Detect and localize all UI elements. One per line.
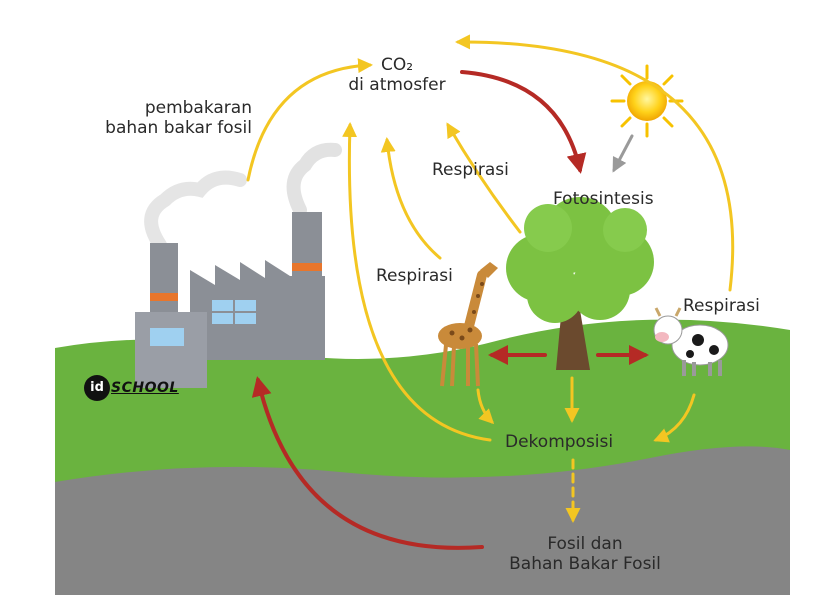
fossil-burning-line1: pembakaran [144, 98, 252, 118]
fossil-label-line1: Fosil dan [547, 534, 623, 554]
arrow-sun-to-photosynthesis [612, 134, 634, 173]
arrow-tree-respiration-to-co2 [446, 122, 522, 234]
fossil-label-line2: Bahan Bakar Fosil [509, 554, 661, 575]
decomposition-label: Dekomposisi [505, 432, 614, 452]
cow-icon [653, 307, 729, 376]
photosynthesis-label: Fotosintesis [553, 189, 654, 209]
factory-icon [135, 142, 342, 388]
logo-school-part: SCHOOL [111, 380, 179, 396]
arrow-co2-to-photosynthesis [460, 70, 587, 174]
logo-id-part: id [84, 375, 110, 401]
arrow-cow-to-decomposition [653, 393, 696, 443]
respiration-giraffe-label: Respirasi [376, 266, 453, 286]
idschool-logo: id SCHOOL [84, 375, 179, 401]
arrow-giraffe-respiration-to-co2 [380, 137, 442, 260]
respiration-tree-label: Respirasi [432, 160, 509, 180]
co2-label-line1: CO₂ [380, 55, 414, 75]
arrow-cow-to-co2 [455, 34, 735, 292]
green-grass-layer [55, 319, 790, 482]
fossil-fuel-burning-label: pembakaran bahan bakar fosil [52, 98, 252, 139]
arrow-fossil-to-factory [251, 376, 484, 550]
arrow-factory-to-co2 [246, 58, 373, 182]
co2-label-line2: di atmosfer [348, 75, 446, 96]
fossil-fuel-label: Fosil dan Bahan Bakar Fosil [480, 534, 690, 575]
grey-soil-layer [55, 443, 790, 595]
giraffe-icon [438, 262, 498, 387]
fossil-burning-line2: bahan bakar fosil [105, 118, 252, 139]
sun-icon [610, 64, 684, 138]
arrow-decomposition-to-co2 [342, 122, 492, 442]
arrow-giraffe-to-decomposition [476, 388, 495, 425]
tree-icon [506, 197, 654, 370]
respiration-cow-label: Respirasi [683, 296, 760, 316]
co2-atmosphere-label: CO₂ di atmosfer [322, 55, 472, 96]
